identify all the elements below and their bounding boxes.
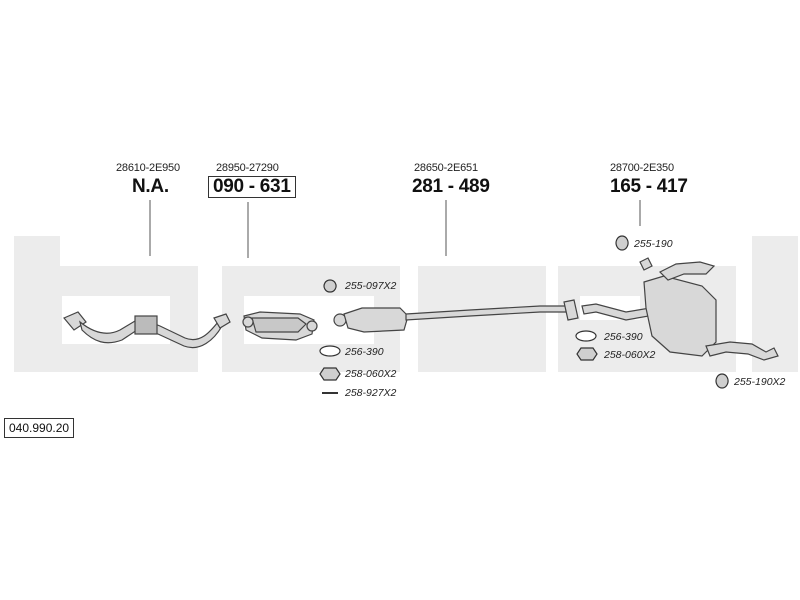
part-code[interactable]: 255-097X2 xyxy=(345,280,397,292)
part-code[interactable]: 255-190X2 xyxy=(734,376,786,388)
part-code[interactable]: 258-927X2 xyxy=(345,387,397,399)
front-pipe xyxy=(63,311,231,349)
rear-silencer xyxy=(581,257,779,361)
oem-number: 28950-27290 xyxy=(216,162,279,174)
part-code[interactable]: 255-190 xyxy=(634,238,673,250)
catalog-number: 040.990.20 xyxy=(4,418,75,438)
part-number-label[interactable]: 281 - 489 xyxy=(412,176,490,197)
oem-number: 28700-2E350 xyxy=(610,162,674,174)
gasket-icon xyxy=(319,345,341,357)
part-icons xyxy=(319,235,729,394)
centre-pipe xyxy=(333,299,579,333)
nut-icon xyxy=(576,347,598,361)
rubber-mount-icon xyxy=(715,373,729,389)
leader-lines xyxy=(149,200,641,258)
rubber-mount-icon xyxy=(615,235,629,251)
part-number-label[interactable]: 165 - 417 xyxy=(610,176,688,197)
part-number-label[interactable]: N.A. xyxy=(132,176,169,197)
oem-number: 28650-2E651 xyxy=(414,162,478,174)
part-code[interactable]: 258-060X2 xyxy=(604,349,656,361)
part-code[interactable]: 256-390 xyxy=(604,331,643,343)
part-code[interactable]: 256-390 xyxy=(345,346,384,358)
part-number-label[interactable]: 090 - 631 xyxy=(208,176,296,198)
oem-number: 28610-2E950 xyxy=(116,162,180,174)
rubber-mount-icon xyxy=(323,279,337,293)
gasket-icon xyxy=(575,330,597,342)
nut-icon xyxy=(319,367,341,381)
catalytic-converter xyxy=(242,311,318,341)
part-code[interactable]: 258-060X2 xyxy=(345,368,397,380)
